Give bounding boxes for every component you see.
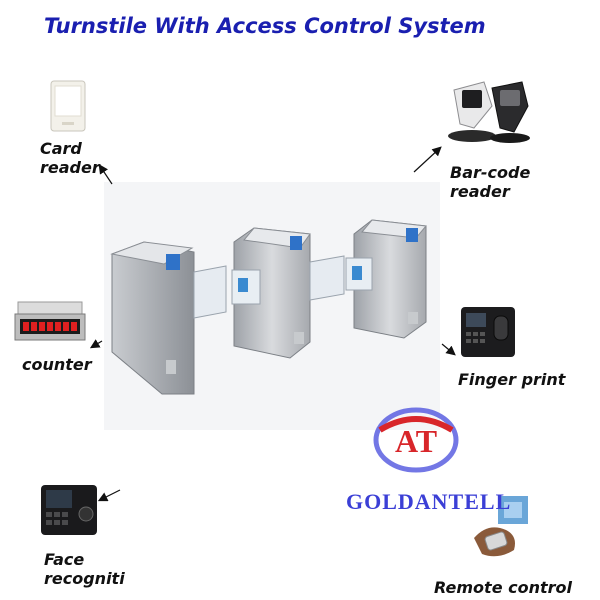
fingerprint-scanner-image <box>461 307 515 357</box>
remote-control-label: Remote control <box>434 578 572 597</box>
arrow-to-finger-print <box>441 343 456 356</box>
turnstile-photo <box>104 182 440 430</box>
arrow-to-barcode-reader <box>413 146 442 173</box>
logo-brand-text: GOLDANTELL <box>346 489 512 514</box>
arrow-to-card-reader <box>98 164 113 185</box>
card-reader-label: Card reader <box>40 139 100 177</box>
face-recognition-label: Face recogniti <box>44 550 125 588</box>
card-reader-image <box>50 80 86 132</box>
face-recognition-terminal-image <box>41 485 97 535</box>
remote-control-image <box>474 496 528 557</box>
arrow-to-counter <box>89 339 103 349</box>
counter-label: counter <box>22 355 92 374</box>
finger-print-label: Finger print <box>458 370 566 389</box>
counter-image <box>14 301 86 341</box>
barcode-reader-image <box>448 81 530 143</box>
arrow-to-face-recognition <box>97 489 121 502</box>
barcode-reader-label: Bar-code reader <box>450 163 531 201</box>
goldantell-logo: AT <box>373 407 459 473</box>
diagram-title: Turnstile With Access Control System <box>44 14 486 38</box>
svg-text:AT: AT <box>395 423 437 459</box>
